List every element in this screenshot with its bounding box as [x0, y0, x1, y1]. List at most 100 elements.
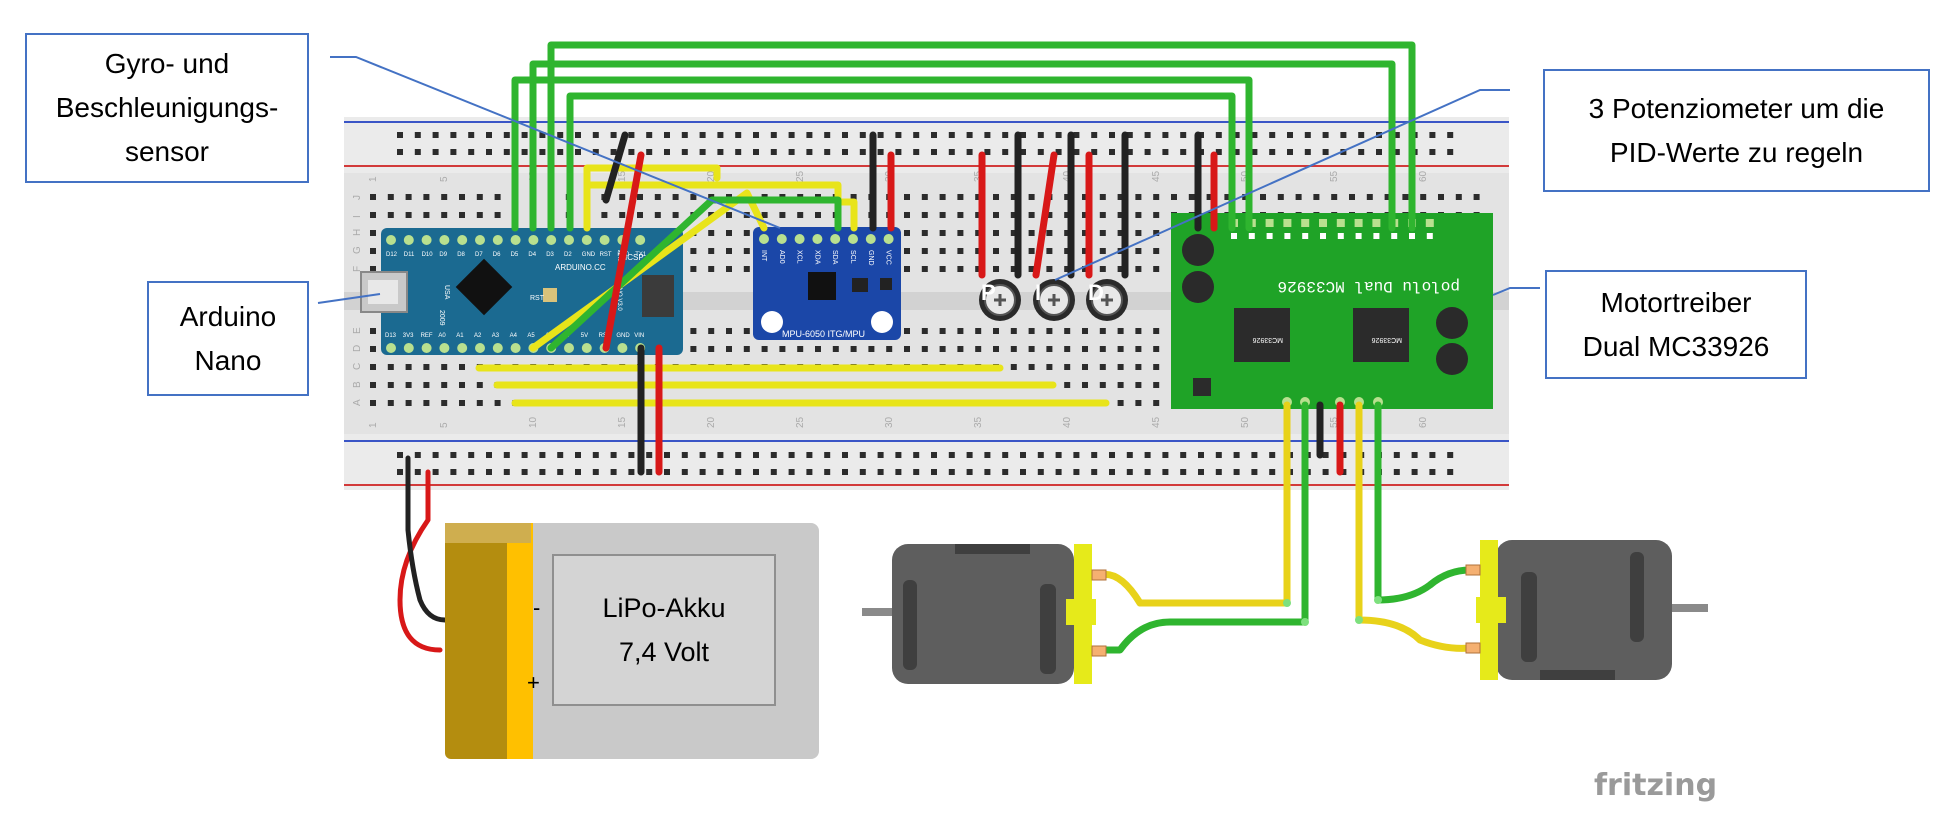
column-number: 60: [1418, 170, 1429, 182]
rail-hole: [735, 452, 742, 458]
rail-hole: [984, 469, 991, 475]
nano-pin-label: A0: [438, 333, 446, 339]
breadboard-hole: [405, 194, 412, 200]
breadboard-hole: [975, 346, 982, 352]
breadboard-hole: [1331, 194, 1338, 200]
rail-hole: [1002, 452, 1009, 458]
breadboard-hole: [1099, 230, 1106, 236]
nano-pin-label: D6: [493, 252, 501, 258]
rail-hole: [1251, 149, 1258, 155]
rail-hole: [966, 132, 973, 138]
rail-hole: [1340, 132, 1347, 138]
rail-hole: [948, 149, 955, 155]
breadboard-hole: [1099, 328, 1106, 334]
breadboard-hole: [957, 266, 964, 272]
breadboard-hole: [743, 230, 750, 236]
breadboard-hole: [904, 230, 910, 236]
rail-hole: [1055, 132, 1062, 138]
rail-hole: [646, 452, 653, 458]
breadboard-hole: [921, 230, 928, 236]
breadboard-hole: [1438, 194, 1444, 200]
rail-hole: [1447, 469, 1454, 475]
breadboard-hole: [1135, 266, 1142, 272]
breadboard-hole: [1064, 266, 1071, 272]
rail-hole: [859, 452, 866, 458]
rail-hole: [503, 132, 510, 138]
nano-pin-label: 3V3: [403, 333, 414, 339]
rail-hole: [824, 469, 831, 475]
nano-pin: [617, 343, 628, 353]
rail-hole: [1180, 469, 1187, 475]
nano-pin: [635, 235, 646, 245]
breadboard-hole: [494, 194, 501, 200]
breadboard-hole: [726, 248, 732, 254]
breadboard-hole: [1064, 364, 1071, 370]
breadboard-hole: [1064, 346, 1071, 352]
rail-hole: [1144, 132, 1151, 138]
rail-hole: [753, 132, 759, 138]
breadboard-hole: [957, 346, 964, 352]
nano-pin: [475, 235, 485, 245]
rail-hole: [1429, 452, 1436, 458]
breadboard-hole: [459, 194, 465, 200]
breadboard-hole: [1046, 328, 1053, 334]
driver-pin-hole: [1266, 233, 1273, 239]
rail-hole: [699, 132, 706, 138]
rail-hole: [592, 452, 599, 458]
breadboard-hole: [1153, 400, 1160, 406]
rail-hole: [468, 452, 475, 458]
column-number: 60: [1418, 416, 1429, 428]
mpu-pin-label: INT: [760, 250, 767, 262]
wire-green-1: [511, 76, 1253, 232]
breadboard-hole: [1028, 212, 1035, 218]
driver-chip-label-right: MC33926: [1372, 336, 1402, 343]
breadboard-hole: [387, 382, 394, 388]
breadboard-hole: [601, 212, 608, 218]
mpu-pin: [794, 234, 805, 244]
breadboard-hole: [1153, 328, 1160, 334]
rail-hole: [628, 149, 635, 155]
breadboard-hole: [975, 266, 982, 272]
mpu-pin: [865, 234, 876, 244]
breadboard-hole: [993, 230, 999, 236]
rail-hole: [432, 452, 439, 458]
rail-hole: [931, 132, 937, 138]
nano-pin-label: A1: [456, 333, 464, 339]
driver-pin: [1319, 219, 1327, 227]
breadboard-hole: [387, 400, 394, 406]
rail-hole: [984, 132, 991, 138]
rail-hole: [788, 452, 795, 458]
rail-hole: [1055, 149, 1062, 155]
breadboard-hole: [939, 230, 946, 236]
driver-pin-hole: [1337, 233, 1344, 239]
rail-hole: [1020, 452, 1026, 458]
breadboard-hole: [1046, 364, 1053, 370]
breadboard-hole: [1046, 266, 1053, 272]
rail-hole: [770, 132, 777, 138]
rail-hole: [877, 149, 884, 155]
breadboard-hole: [743, 248, 750, 254]
breadboard-hole: [921, 212, 928, 218]
rail-hole: [1162, 149, 1169, 155]
rail-hole: [1144, 469, 1151, 475]
rail-hole: [966, 149, 973, 155]
breadboard-hole: [1099, 212, 1106, 218]
rail-hole: [1233, 149, 1240, 155]
rail-hole: [557, 149, 564, 155]
column-number: 55: [1329, 416, 1340, 428]
rail-hole: [450, 149, 457, 155]
breadboard-hole: [1082, 248, 1088, 254]
nano-pin-label: D10: [422, 252, 434, 258]
breadboard-hole: [690, 328, 697, 334]
row-letter: H: [352, 229, 363, 236]
breadboard-hole: [690, 194, 697, 200]
leader-line-gyro: [330, 56, 781, 229]
rail-hole: [1073, 132, 1080, 138]
rail-hole: [664, 132, 670, 138]
rail-hole: [877, 469, 884, 475]
breadboard-hole: [1099, 382, 1106, 388]
rail-hole: [1037, 149, 1044, 155]
